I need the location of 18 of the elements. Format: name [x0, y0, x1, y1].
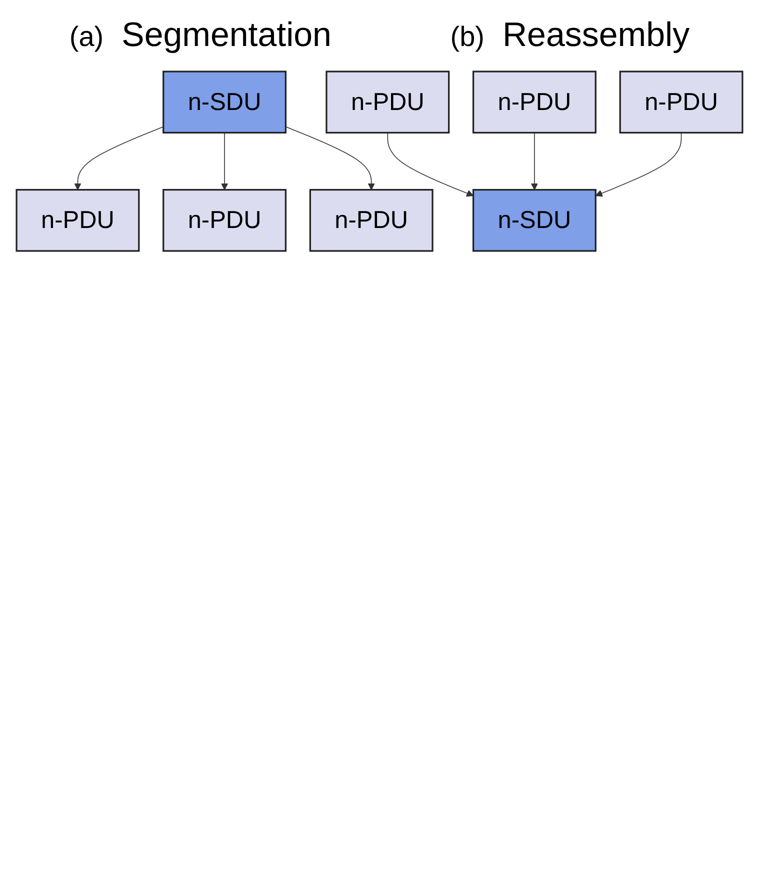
node-box: n-PDU — [619, 70, 744, 134]
node-box: n-SDU — [472, 188, 596, 252]
panel-tag: (b) — [450, 21, 484, 53]
panel-tag: (a) — [69, 21, 104, 53]
node-box: n-SDU — [162, 70, 287, 134]
panel-title: Segmentation — [122, 16, 332, 55]
arrow — [74, 126, 164, 190]
arrow — [595, 132, 682, 197]
node-box: n-PDU — [16, 188, 140, 252]
node-box: n-PDU — [326, 70, 450, 134]
arrow — [387, 132, 474, 197]
panel-title: Reassembly — [502, 16, 690, 55]
arrow — [220, 132, 228, 190]
node-box: n-PDU — [162, 188, 287, 252]
arrow — [530, 132, 538, 190]
arrow — [285, 126, 375, 190]
node-box: n-PDU — [309, 188, 434, 252]
node-box: n-PDU — [472, 70, 596, 134]
